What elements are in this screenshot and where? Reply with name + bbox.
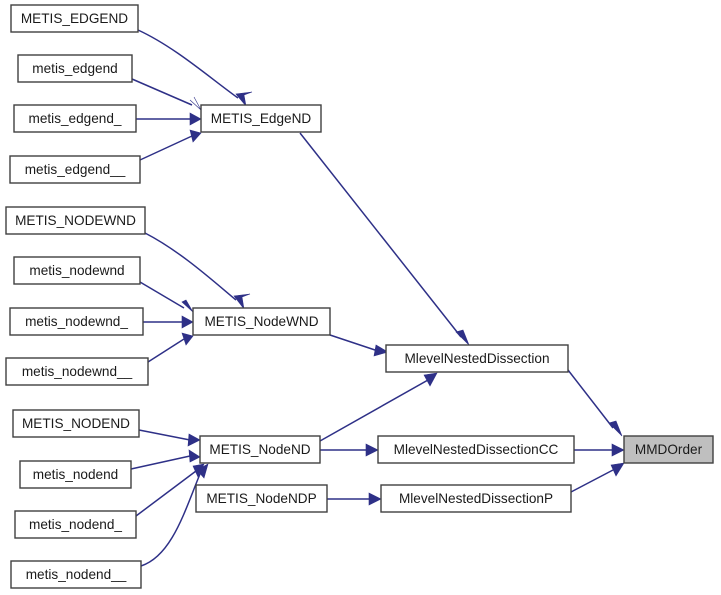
arrowhead-icon — [610, 462, 625, 477]
edge-metis_nodend-to-METIS_NodeND — [130, 455, 191, 470]
edge-METIS_EDGEND-to-METIS_EdgeND — [137, 29, 239, 99]
node-box[interactable] — [385, 344, 569, 373]
node-box[interactable] — [10, 560, 142, 589]
node-box[interactable] — [13, 104, 137, 133]
arrowhead-icon — [455, 329, 470, 346]
arrowhead-icon — [188, 449, 201, 463]
node-box[interactable] — [192, 307, 331, 336]
edge-METIS_NodeND-to-MlevelNestedDissection — [319, 379, 429, 442]
edges-layer — [130, 29, 625, 567]
arrowhead-icon — [196, 463, 209, 479]
arrowhead-icon — [187, 433, 201, 447]
edge-METIS_EdgeND-to-MlevelNestedDissection — [299, 132, 462, 338]
node-box[interactable] — [19, 460, 132, 489]
node-box[interactable] — [5, 206, 146, 235]
graph-node-metis_edgend_[interactable]: metis_edgend_ — [13, 104, 137, 133]
node-box[interactable] — [13, 256, 141, 285]
arrowhead-icon — [233, 293, 251, 310]
arrowhead-icon — [608, 420, 623, 437]
node-box[interactable] — [200, 104, 322, 133]
graph-node-metis_nodend_[interactable]: metis_nodend_ — [14, 510, 137, 539]
node-box[interactable] — [380, 484, 572, 513]
node-box[interactable] — [10, 4, 139, 33]
graph-node-metis_nodend[interactable]: metis_nodend — [19, 460, 132, 489]
arrowhead-icon — [189, 96, 202, 111]
graph-node-MlevelNestedDissection[interactable]: MlevelNestedDissection — [385, 344, 569, 373]
node-box[interactable] — [9, 155, 141, 184]
edge-metis_nodewnd__-to-METIS_NodeWND — [147, 338, 185, 363]
edge-MlevelNestedDissection-to-MMDOrder — [567, 369, 614, 429]
edge-metis_nodewnd-to-METIS_NodeWND — [139, 281, 185, 309]
graph-node-metis_nodewnd[interactable]: metis_nodewnd — [13, 256, 141, 285]
graph-node-MlevelNestedDissectionCC[interactable]: MlevelNestedDissectionCC — [377, 435, 575, 464]
graph-node-metis_edgend__[interactable]: metis_edgend__ — [9, 155, 141, 184]
node-box[interactable] — [623, 435, 714, 464]
graph-node-metis_nodewnd_[interactable]: metis_nodewnd_ — [9, 307, 144, 336]
graph-node-METIS_EDGEND[interactable]: METIS_EDGEND — [10, 4, 139, 33]
node-box[interactable] — [195, 484, 328, 513]
graph-node-METIS_NodeNDP[interactable]: METIS_NodeNDP — [195, 484, 328, 513]
edge-METIS_NodeWND-to-MlevelNestedDissection — [329, 334, 379, 352]
edge-METIS_NODEWND-to-METIS_NodeWND — [144, 232, 237, 301]
edge-MlevelNestedDissectionP-to-MMDOrder — [570, 469, 614, 493]
graph-node-METIS_EdgeND[interactable]: METIS_EdgeND — [200, 104, 322, 133]
arrowhead-icon — [611, 443, 625, 457]
arrowhead-icon — [365, 443, 379, 457]
graph-node-METIS_NodeWND[interactable]: METIS_NodeWND — [192, 307, 331, 336]
node-box[interactable] — [9, 307, 144, 336]
graph-node-MMDOrder[interactable]: MMDOrder — [623, 435, 714, 464]
graph-node-MlevelNestedDissectionP[interactable]: MlevelNestedDissectionP — [380, 484, 572, 513]
node-box[interactable] — [5, 357, 149, 386]
arrowhead-icon — [368, 492, 382, 506]
graph-node-metis_nodewnd__[interactable]: metis_nodewnd__ — [5, 357, 149, 386]
node-box[interactable] — [12, 409, 140, 438]
arrowhead-icon — [235, 91, 253, 108]
arrowhead-icon — [181, 315, 194, 329]
node-box[interactable] — [199, 435, 321, 464]
arrowhead-icon — [189, 112, 202, 126]
arrowhead-icon — [181, 332, 194, 346]
graph-node-METIS_NodeND[interactable]: METIS_NodeND — [199, 435, 321, 464]
nodes-layer: METIS_EDGEND metis_edgend metis_edgend_met… — [5, 4, 714, 589]
edge-metis_edgend-to-METIS_EdgeND — [131, 78, 193, 106]
arrowhead-icon — [189, 129, 202, 143]
graph-node-METIS_NODEWND[interactable]: METIS_NODEWND — [5, 206, 146, 235]
graph-node-metis_nodend__[interactable]: metis_nodend__ — [10, 560, 142, 589]
arrowhead-icon — [423, 372, 438, 387]
edge-metis_nodend_-to-METIS_NodeND — [135, 470, 197, 517]
graph-node-metis_edgend[interactable]: metis_edgend — [17, 54, 133, 83]
arrowhead-icon — [373, 344, 389, 357]
edge-metis_nodend__-to-METIS_NodeND — [140, 473, 201, 567]
node-box[interactable] — [17, 54, 133, 83]
edge-METIS_NODEND-to-METIS_NodeND — [138, 429, 191, 441]
node-box[interactable] — [14, 510, 137, 539]
graph-node-METIS_NODEND[interactable]: METIS_NODEND — [12, 409, 140, 438]
edge-metis_edgend__-to-METIS_EdgeND — [139, 135, 193, 161]
arrowhead-icon — [181, 299, 194, 313]
node-box[interactable] — [377, 435, 575, 464]
